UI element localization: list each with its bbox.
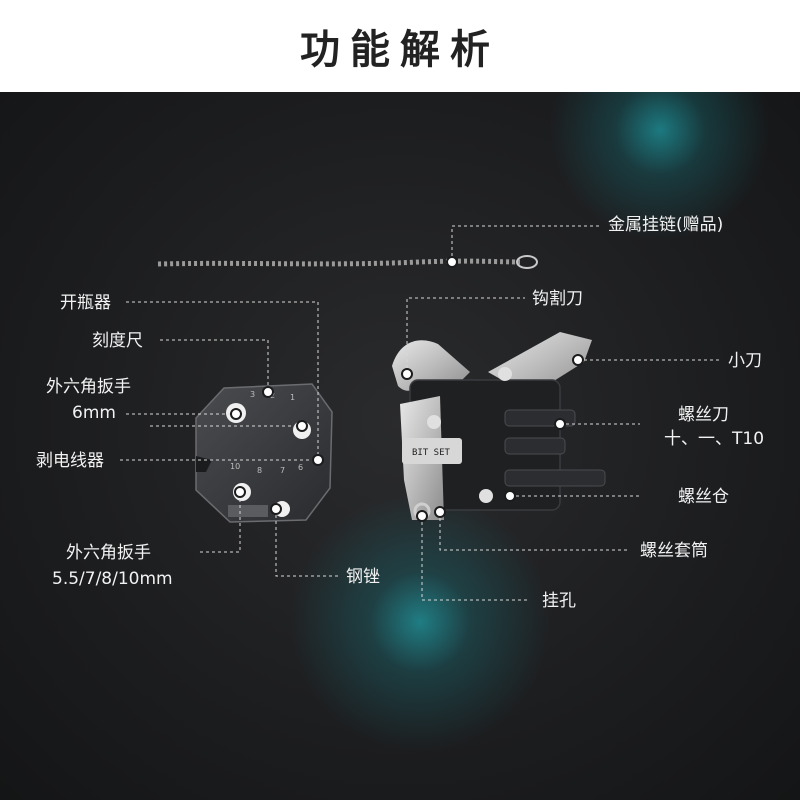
header-bar: 功能解析	[0, 0, 800, 92]
marker-dot-bit-storage	[504, 490, 516, 502]
marker-dot-hang-hole	[416, 510, 428, 522]
marker-dot-hook	[401, 368, 413, 380]
marker-dot-chain	[446, 256, 458, 268]
label-screwdriver: 螺丝刀	[678, 405, 729, 425]
label-hang-hole: 挂孔	[542, 591, 576, 611]
product-scene	[0, 92, 800, 800]
label-hex-wrench-multi-sizes: 5.5/7/8/10mm	[52, 569, 173, 589]
label-file: 钢锉	[346, 567, 380, 587]
marker-dot-hex-multi	[234, 486, 246, 498]
wrench-size: 7	[280, 466, 285, 475]
marker-dot-hex-6	[230, 408, 242, 420]
label-wire-stripper: 剥电线器	[36, 451, 104, 471]
ruler-number: 3	[250, 390, 255, 399]
marker-dot-screwdriver	[554, 418, 566, 430]
label-screwdriver-types: 十、一、T10	[664, 429, 765, 449]
label-chain: 金属挂链(赠品)	[608, 215, 724, 235]
label-hex-wrench-6: 外六角扳手	[46, 377, 131, 397]
annotation-lines	[120, 225, 720, 601]
label-bit-socket: 螺丝套筒	[640, 541, 708, 561]
wrench-size: 8	[257, 466, 262, 475]
label-ruler: 刻度尺	[92, 331, 143, 351]
ruler-number: 1	[290, 393, 295, 402]
bit-set-marking: BIT SET	[412, 448, 451, 458]
label-hook-cutter: 钩割刀	[532, 289, 583, 309]
label-knife: 小刀	[728, 351, 762, 371]
marker-dot-socket	[434, 506, 446, 518]
marker-dot-wire-stripper	[312, 454, 324, 466]
wrench-size: 6	[298, 463, 303, 472]
card-tool: 1 2 3 10 8 7 6	[195, 383, 333, 523]
page-title: 功能解析	[300, 27, 500, 73]
marker-dot-knife	[572, 354, 584, 366]
label-hex-wrench-multi: 外六角扳手	[66, 543, 151, 563]
marker-dot-file	[270, 503, 282, 515]
marker-dot-ruler	[262, 386, 274, 398]
label-bottle-opener: 开瓶器	[60, 293, 111, 313]
multi-tool: BIT SET	[392, 332, 606, 520]
marker-dot-hex-6b	[296, 420, 308, 432]
wrench-size: 10	[230, 462, 240, 471]
label-bit-storage: 螺丝仓	[678, 487, 729, 507]
annotation-dots	[230, 256, 584, 522]
ball-chain	[157, 255, 538, 269]
label-hex-wrench-6-size: 6mm	[72, 403, 116, 423]
